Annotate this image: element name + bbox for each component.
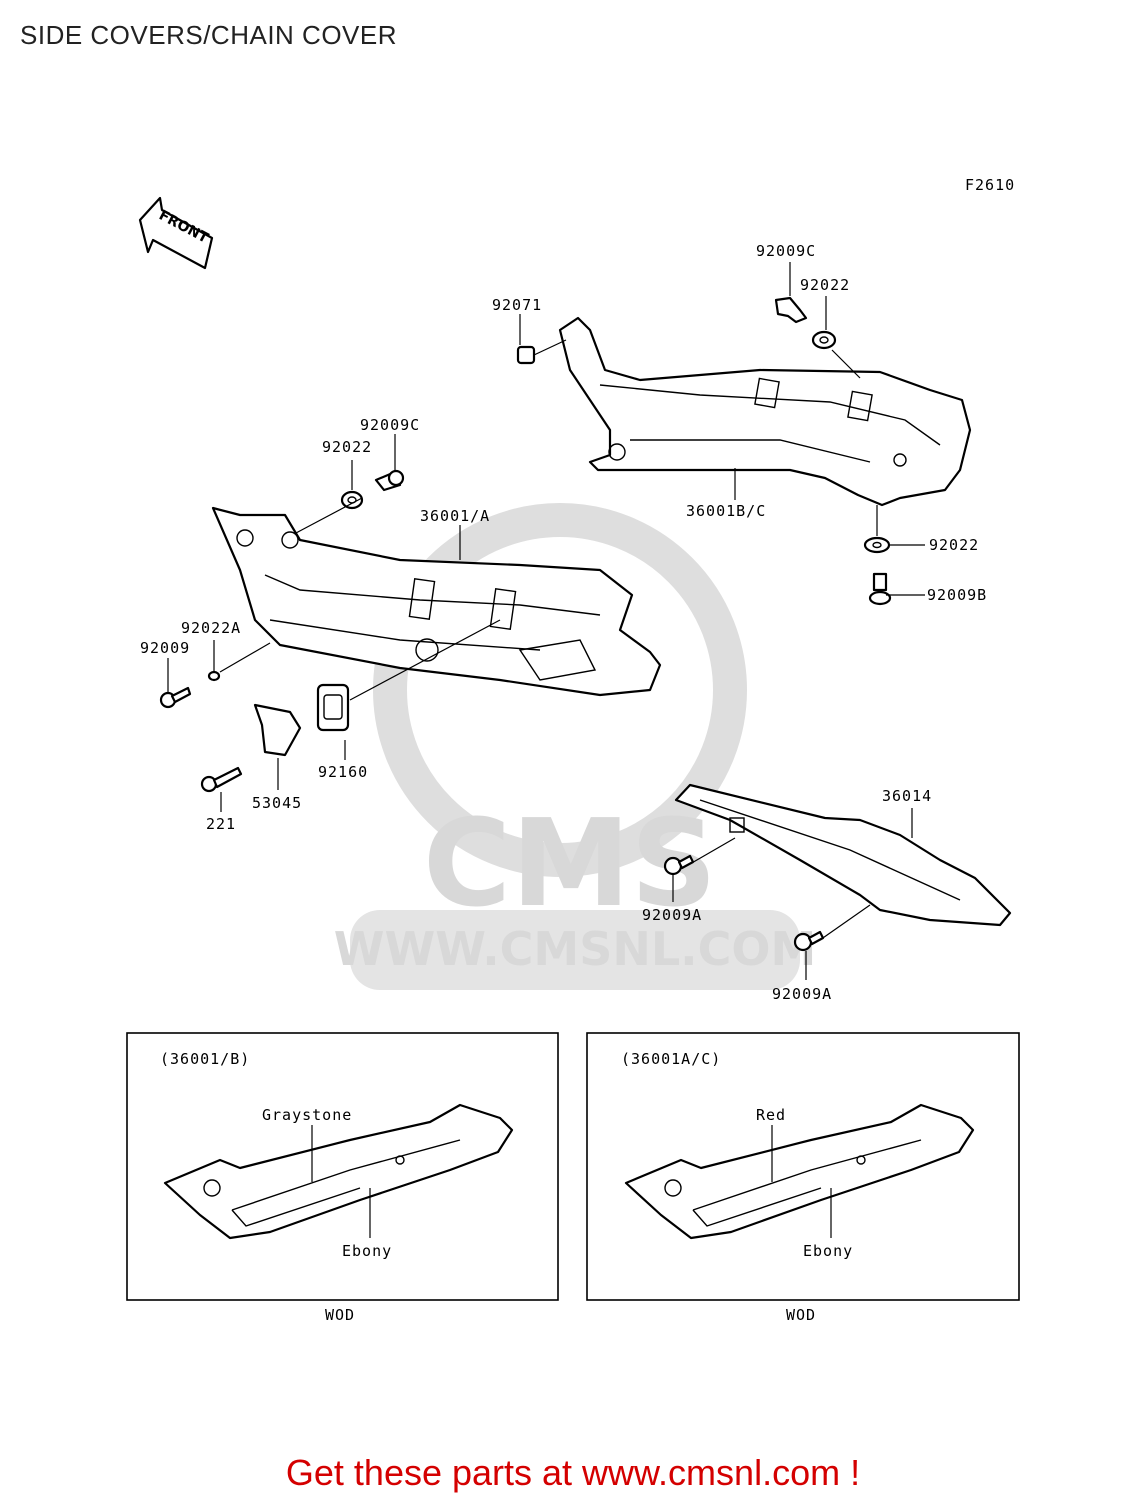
- inset-right-36001ac: (36001A/C) Red Ebony WOD: [586, 1032, 1020, 1324]
- inset-left-model: WOD: [325, 1306, 355, 1324]
- callout-92009: 92009: [140, 639, 190, 657]
- bolt-92009c-top-icon: [774, 296, 808, 324]
- chain-cover-36014: [674, 783, 1012, 927]
- callout-92009c-top: 92009C: [756, 242, 816, 260]
- inset-left-cover-icon: [163, 1103, 514, 1240]
- callout-92009b: 92009B: [927, 586, 987, 604]
- leader-lines: [167, 262, 925, 980]
- callout-92009a-1: 92009A: [642, 906, 702, 924]
- bolt-92009a-1-icon: [663, 856, 683, 876]
- inset-right-model: WOD: [786, 1306, 816, 1324]
- callout-92022a: 92022A: [181, 619, 241, 637]
- inset-left-36001b: (36001/B) Graystone Ebony WOD: [126, 1032, 559, 1324]
- watermark-url: WWW.CMSNL.COM: [334, 922, 817, 976]
- clip-53045-icon: [253, 703, 302, 757]
- washer-92022-top-icon: [811, 330, 837, 350]
- callout-36001bc: 36001B/C: [686, 502, 766, 520]
- inset-right-cover-icon: [624, 1103, 975, 1240]
- inset-right-heading: (36001A/C): [621, 1050, 721, 1068]
- washer-92022a-icon: [207, 670, 221, 682]
- side-cover-left-36001a: [211, 506, 662, 697]
- watermark-plate: [350, 910, 800, 990]
- page-title: SIDE COVERS/CHAIN COVER: [20, 20, 398, 50]
- washer-92022-right-icon: [863, 536, 891, 554]
- bolt-92009b-icon: [872, 572, 888, 592]
- callout-221: 221: [206, 815, 236, 833]
- rubber-92160-icon: [316, 683, 350, 732]
- watermark-ring-icon: [373, 503, 747, 877]
- figure-code: F2610: [965, 176, 1015, 194]
- callout-92160: 92160: [318, 763, 368, 781]
- callout-92022-right: 92022: [929, 536, 979, 554]
- side-cover-right-36001bc: [558, 316, 972, 507]
- inset-right-frame: [586, 1032, 1020, 1301]
- hardware: [159, 296, 892, 952]
- callout-36014: 36014: [882, 787, 932, 805]
- callout-53045: 53045: [252, 794, 302, 812]
- callout-92009a-2: 92009A: [772, 985, 832, 1003]
- footer-cta-link[interactable]: Get these parts at www.cmsnl.com !: [285, 1452, 861, 1493]
- front-arrow-icon: FRONT: [138, 196, 214, 270]
- inset-left-frame: [126, 1032, 559, 1301]
- callout-92022-left: 92022: [322, 438, 372, 456]
- washer-92022-left-icon: [340, 490, 364, 510]
- callout-92022-top: 92022: [800, 276, 850, 294]
- inset-left-lower-color: Ebony: [342, 1242, 392, 1260]
- inset-left-upper-color: Graystone: [262, 1106, 352, 1124]
- callout-92009c-left: 92009C: [360, 416, 420, 434]
- callout-labels: 92071 92009C 92022 36001B/C 92022 92009B…: [140, 242, 987, 1003]
- bolt-92009a-2-icon: [793, 932, 813, 952]
- inset-right-upper-color: Red: [756, 1106, 786, 1124]
- inset-left-heading: (36001/B): [160, 1050, 250, 1068]
- callout-36001a: 36001/A: [420, 507, 490, 525]
- grommet-92071-icon: [516, 345, 536, 365]
- callout-92071: 92071: [492, 296, 542, 314]
- inset-right-lower-color: Ebony: [803, 1242, 853, 1260]
